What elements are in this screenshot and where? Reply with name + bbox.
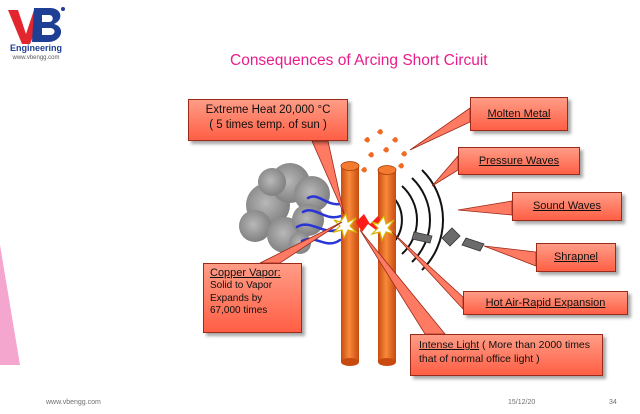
vb-logo-icon	[8, 7, 65, 44]
slide-title: Consequences of Arcing Short Circuit	[230, 52, 488, 69]
shrapnel-pointer	[483, 245, 537, 267]
copper-vapor-label: Copper Vapor: Solid to Vapor Expands by …	[203, 263, 302, 333]
pressure-waves-label: Pressure Waves	[458, 147, 580, 175]
footer-date: 15/12/20	[508, 399, 536, 406]
extreme-heat-label: Extreme Heat 20,000 °C ( 5 times temp. o…	[188, 99, 348, 141]
pressure-pointer	[431, 154, 459, 187]
shrapnel-label: Shrapnel	[536, 243, 616, 272]
heat-pointer	[311, 140, 345, 215]
molten-pointer	[409, 107, 471, 151]
logo-url: www.vbengg.com	[12, 55, 60, 61]
sound-waves-label: Sound Waves	[512, 192, 622, 221]
left-conductor-icon	[340, 161, 360, 366]
molten-droplets-icon	[361, 129, 407, 173]
logo-caption: Engineering	[9, 43, 62, 53]
footer-page-number: 34	[609, 399, 617, 406]
shrapnel-icon	[411, 227, 485, 252]
footer-website: www.vbengg.com	[46, 399, 101, 406]
light-pointer	[359, 229, 446, 335]
decorative-stripe	[0, 245, 20, 365]
sound-pointer	[457, 200, 513, 216]
arc-spark-icon	[332, 212, 396, 242]
intense-light-label: Intense Light ( More than 2000 times tha…	[410, 334, 603, 376]
molten-metal-label: Molten Metal	[470, 97, 568, 131]
hot-air-label: Hot Air-Rapid Expansion	[463, 291, 628, 315]
